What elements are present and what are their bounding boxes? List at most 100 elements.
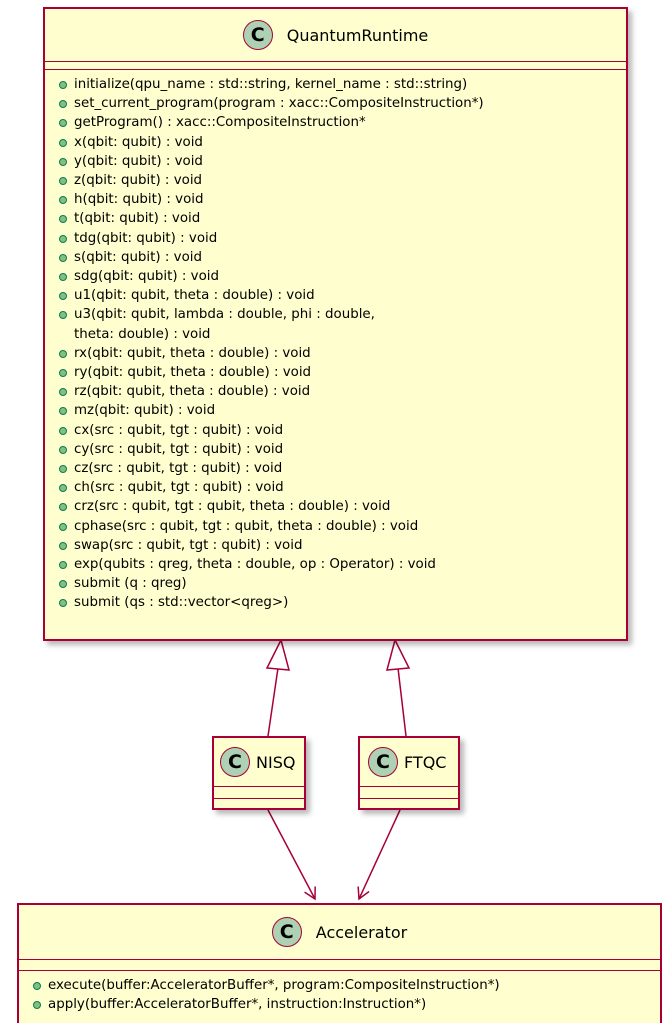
class-nisq: C NISQ [212,736,306,810]
class-ftqc: C FTQC [358,736,460,810]
method-signature: ry(qbit: qubit, theta : double) : void [74,365,312,381]
method-signature: submit (q : qreg) [74,576,187,592]
public-visibility-icon [33,982,41,990]
method-signature: crz(src : qubit, tgt : qubit, theta : do… [74,499,391,515]
method-item: u3(qbit: qubit, lambda : double, phi : d… [45,305,626,324]
method-item: sdg(qbit: qubit) : void [45,267,626,286]
method-item: submit (qs : std::vector<qreg>) [45,593,626,612]
method-item: swap(src : qubit, tgt : qubit) : void [45,536,626,555]
public-visibility-icon [59,407,67,416]
method-item: cy(src : qubit, tgt : qubit) : void [45,440,626,459]
class-stereotype-icon: C [242,20,273,50]
method-signature: exp(qubits : qreg, theta : double, op : … [74,557,436,573]
public-visibility-icon [59,580,67,589]
public-visibility-icon [59,157,67,166]
method-item: initialize(qpu_name : std::string, kerne… [45,75,626,94]
class-stereotype-icon: C [220,747,250,777]
method-signature: rz(qbit: qubit, theta : double) : void [74,384,311,400]
class-stereotype-icon: C [368,747,398,777]
methods-compartment: initialize(qpu_name : std::string, kerne… [45,69,626,613]
method-item: execute(buffer:AcceleratorBuffer*, progr… [19,976,660,995]
method-signature: ch(src : qubit, tgt : qubit) : void [74,480,284,496]
class-name: NISQ [256,752,296,772]
public-visibility-icon [59,465,67,474]
public-visibility-icon [33,1001,41,1010]
methods-compartment [214,798,304,808]
methods-compartment: execute(buffer:AcceleratorBuffer*, progr… [19,970,660,1014]
public-visibility-icon [59,599,67,608]
method-signature: y(qbit: qubit) : void [74,153,203,169]
public-visibility-icon [59,445,67,454]
method-item: apply(buffer:AcceleratorBuffer*, instruc… [19,995,660,1014]
public-visibility-icon [59,234,67,243]
public-visibility-icon [59,273,67,282]
public-visibility-icon [59,484,67,493]
method-item: exp(qubits : qreg, theta : double, op : … [45,555,626,574]
method-item: ch(src : qubit, tgt : qubit) : void [45,478,626,497]
ftqc-extends-arrowhead [385,637,411,671]
public-visibility-icon [59,177,67,186]
method-signature: u3(qbit: qubit, lambda : double, phi : d… [74,305,375,324]
nisq-uses-line [267,809,316,901]
public-visibility-icon [59,349,67,358]
class-name: Accelerator [315,922,408,942]
public-visibility-icon [59,541,67,550]
public-visibility-icon [59,81,67,89]
method-item: s(qbit: qubit) : void [45,248,626,267]
method-item: set_current_program(program : xacc::Comp… [45,94,626,113]
public-visibility-icon [59,196,67,205]
method-item: getProgram() : xacc::CompositeInstructio… [45,113,626,132]
method-item: mz(qbit: qubit) : void [45,401,626,420]
method-signature: mz(qbit: qubit) : void [74,403,216,419]
method-signature: cphase(src : qubit, tgt : qubit, theta :… [74,518,419,534]
method-signature: t(qbit: qubit) : void [74,211,201,227]
method-item: rz(qbit: qubit, theta : double) : void [45,382,626,401]
public-visibility-icon [59,503,67,512]
class-stereotype-icon: C [271,917,302,947]
method-signature: x(qbit: qubit) : void [74,134,203,150]
public-visibility-icon [59,522,67,531]
public-visibility-icon [59,100,67,109]
method-item: rx(qbit: qubit, theta : double) : void [45,344,626,363]
nisq-extends-line [267,667,279,737]
public-visibility-icon [59,561,67,570]
method-signature: submit (qs : std::vector<qreg>) [74,595,289,611]
ftqc-extends-line [397,667,407,737]
method-signature-line: theta: double) : void [74,326,211,342]
method-item: h(qbit: qubit) : void [45,190,626,209]
class-name: QuantumRuntime [286,25,429,45]
public-visibility-icon [59,426,67,435]
public-visibility-icon [59,388,67,397]
attributes-compartment [360,786,458,798]
public-visibility-icon [59,215,67,224]
nisq-extends-arrowhead [265,637,291,671]
method-signature: sdg(qbit: qubit) : void [74,269,219,285]
public-visibility-icon [59,369,67,378]
method-item: cz(src : qubit, tgt : qubit) : void [45,459,626,478]
attributes-compartment [214,786,304,798]
method-item: cx(src : qubit, tgt : qubit) : void [45,421,626,440]
method-item: cphase(src : qubit, tgt : qubit, theta :… [45,517,626,536]
methods-compartment [360,798,458,808]
class-quantumruntime: C QuantumRuntime initialize(qpu_name : s… [43,7,628,641]
method-signature: cx(src : qubit, tgt : qubit) : void [74,422,284,438]
method-signature: rx(qbit: qubit, theta : double) : void [74,345,311,361]
public-visibility-icon [59,119,67,128]
method-signature: set_current_program(program : xacc::Comp… [74,96,484,112]
attributes-compartment [45,61,626,69]
method-signature: cy(src : qubit, tgt : qubit) : void [74,441,284,457]
class-accelerator: C Accelerator execute(buffer:Accelerator… [17,903,662,1023]
method-signature: swap(src : qubit, tgt : qubit) : void [74,537,303,553]
ftqc-uses-line [357,809,401,901]
class-header: C FTQC [360,738,458,786]
method-signature: getProgram() : xacc::CompositeInstructio… [74,115,366,131]
method-item: ry(qbit: qubit, theta : double) : void [45,363,626,382]
class-header: C NISQ [214,738,304,786]
class-name: FTQC [404,752,447,772]
public-visibility-icon [59,138,67,147]
method-signature: z(qbit: qubit) : void [74,173,203,189]
method-item: u1(qbit: qubit, theta : double) : void [45,286,626,305]
method-signature: cz(src : qubit, tgt : qubit) : void [74,461,283,477]
method-signature-line: u3(qbit: qubit, lambda : double, phi : d… [74,307,375,323]
method-signature: initialize(qpu_name : std::string, kerne… [74,77,468,92]
